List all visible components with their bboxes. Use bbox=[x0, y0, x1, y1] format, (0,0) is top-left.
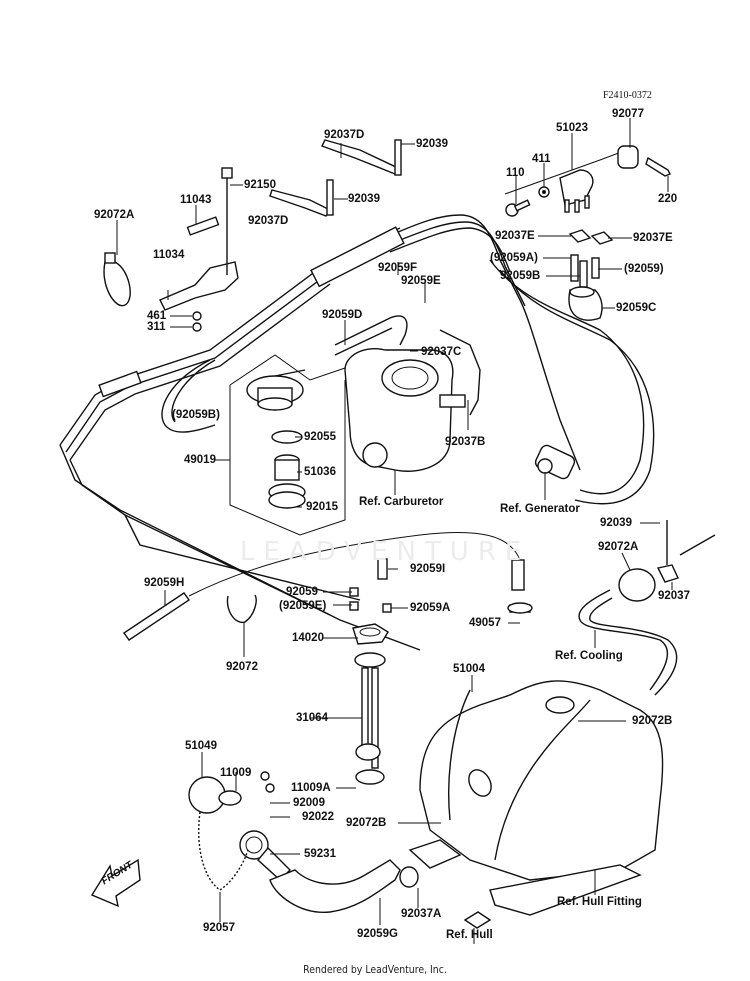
part-label-49057[interactable]: 49057 bbox=[469, 617, 501, 629]
part-label-411[interactable]: 411 bbox=[532, 153, 551, 165]
part-label-461[interactable]: 461 bbox=[147, 310, 167, 322]
part-label-92009[interactable]: 92009 bbox=[293, 797, 325, 809]
figure-code: F2410-0372 bbox=[603, 90, 652, 101]
part-label-92059A[interactable]: 92059A bbox=[410, 602, 451, 614]
part-label-92059-paren[interactable]: (92059) bbox=[624, 263, 664, 275]
part-label-220[interactable]: 220 bbox=[658, 193, 678, 205]
fuel-cock-assembly bbox=[504, 145, 671, 321]
part-label-92057[interactable]: 92057 bbox=[203, 922, 235, 934]
ref-label-carburetor[interactable]: Ref. Carburetor bbox=[359, 496, 444, 508]
ref-label-hull[interactable]: Ref. Hull bbox=[446, 929, 493, 941]
part-label-92037D-top[interactable]: 92037D bbox=[324, 129, 365, 141]
part-label-59231[interactable]: 59231 bbox=[304, 848, 336, 860]
part-label-92055[interactable]: 92055 bbox=[304, 431, 336, 443]
generator bbox=[534, 444, 576, 480]
part-label-14020[interactable]: 14020 bbox=[292, 632, 324, 644]
part-label-92072B-left[interactable]: 92072B bbox=[346, 817, 387, 829]
part-label-92059B[interactable]: 92059B bbox=[500, 270, 541, 282]
part-label-92059H[interactable]: 92059H bbox=[144, 577, 185, 589]
part-label-92059E[interactable]: 92059E bbox=[401, 275, 441, 287]
part-label-92059I[interactable]: 92059I bbox=[410, 563, 446, 575]
part-label-92150[interactable]: 92150 bbox=[244, 179, 276, 191]
part-label-92072A-right[interactable]: 92072A bbox=[598, 541, 639, 553]
part-label-92059A-paren[interactable]: (92059A) bbox=[490, 252, 538, 264]
part-label-11009A[interactable]: 11009A bbox=[291, 782, 331, 794]
part-label-51004[interactable]: 51004 bbox=[453, 663, 485, 675]
part-label-92037E-left[interactable]: 92037E bbox=[495, 230, 535, 242]
part-label-49019[interactable]: 49019 bbox=[184, 454, 216, 466]
part-label-92072A-left[interactable]: 92072A bbox=[94, 209, 135, 221]
part-label-92022[interactable]: 92022 bbox=[302, 811, 334, 823]
ref-label-generator[interactable]: Ref. Generator bbox=[500, 503, 580, 515]
part-label-92072B-right[interactable]: 92072B bbox=[632, 715, 673, 727]
part-label-92059G[interactable]: 92059G bbox=[357, 928, 398, 940]
footer-credit: Rendered by LeadVenture, Inc. bbox=[303, 963, 447, 976]
fuel-filter-assembly-49019 bbox=[229, 354, 346, 536]
part-label-92037B[interactable]: 92037B bbox=[445, 436, 486, 448]
part-label-92059B-paren[interactable]: (92059B) bbox=[172, 409, 220, 421]
part-label-51049[interactable]: 51049 bbox=[185, 740, 217, 752]
part-label-11009[interactable]: 11009 bbox=[220, 767, 252, 779]
part-label-11034[interactable]: 11034 bbox=[153, 249, 185, 261]
part-label-92039-mid[interactable]: 92039 bbox=[348, 193, 380, 205]
part-label-92077[interactable]: 92077 bbox=[612, 108, 644, 120]
part-label-110[interactable]: 110 bbox=[506, 167, 525, 179]
part-label-31064[interactable]: 31064 bbox=[296, 712, 328, 724]
fuel-tank-51004 bbox=[408, 680, 664, 929]
watermark: LEADVENTURE bbox=[240, 537, 531, 567]
cooling-hose bbox=[578, 520, 716, 696]
carburetor bbox=[344, 348, 466, 472]
filler-neck bbox=[188, 743, 419, 913]
part-label-11043[interactable]: 11043 bbox=[180, 194, 212, 206]
part-label-51023[interactable]: 51023 bbox=[556, 122, 588, 134]
ref-label-cooling[interactable]: Ref. Cooling bbox=[555, 650, 623, 662]
part-label-92059D[interactable]: 92059D bbox=[322, 309, 363, 321]
part-label-92072[interactable]: 92072 bbox=[226, 661, 258, 673]
part-label-92037A-bottom[interactable]: 92037A bbox=[401, 908, 442, 920]
part-label-311[interactable]: 311 bbox=[147, 321, 166, 333]
part-label-92039-top[interactable]: 92039 bbox=[416, 138, 448, 150]
bracket-assembly bbox=[103, 139, 402, 332]
fuel-hose-bundle bbox=[59, 214, 655, 651]
small-hoses-clips bbox=[123, 531, 533, 641]
part-label-92037D-mid[interactable]: 92037D bbox=[248, 215, 289, 227]
part-label-92015[interactable]: 92015 bbox=[306, 501, 338, 513]
part-label-92059E-paren[interactable]: (92059E) bbox=[279, 600, 327, 612]
fuel-sender-31064 bbox=[352, 623, 389, 785]
part-label-92059-small[interactable]: 92059 bbox=[286, 586, 318, 598]
ref-label-hull-fitting[interactable]: Ref. Hull Fitting bbox=[557, 896, 642, 908]
front-direction-arrow bbox=[90, 858, 141, 908]
hose-92059B bbox=[161, 359, 216, 433]
part-label-92039-right[interactable]: 92039 bbox=[600, 517, 632, 529]
part-label-92059F[interactable]: 92059F bbox=[378, 262, 418, 274]
part-label-51036[interactable]: 51036 bbox=[304, 466, 336, 478]
leader-lines bbox=[116, 118, 673, 944]
part-label-92059C[interactable]: 92059C bbox=[616, 302, 657, 314]
part-label-92037C[interactable]: 92037C bbox=[421, 346, 462, 358]
part-label-92037E-right[interactable]: 92037E bbox=[633, 232, 673, 244]
hose-92059D bbox=[334, 315, 408, 356]
part-label-92037-right[interactable]: 92037 bbox=[658, 590, 690, 602]
